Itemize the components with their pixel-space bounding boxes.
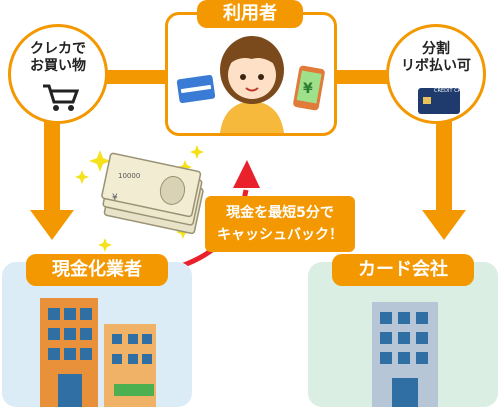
card-company-node [308, 262, 498, 407]
connector-left [105, 70, 165, 84]
cash-dealer-node [2, 262, 192, 407]
credit-card-text: CREDIT CARD [434, 88, 469, 94]
shopping-cart-icon [43, 84, 80, 111]
cashback-line1: 現金を最短5分で [226, 205, 334, 221]
cashback-arrow-head [233, 160, 260, 188]
installment-line1: 分割 [422, 41, 450, 57]
cash-bills-icon: 10000 ¥ [101, 152, 204, 235]
arrow-left-shaft [44, 120, 60, 220]
installment-line2: リボ払い可 [401, 58, 471, 74]
phone-yen: ¥ [303, 81, 313, 97]
bill-yen: ¥ [112, 193, 118, 203]
cash-dealer-label: 現金化業者 [26, 254, 168, 286]
shopping-line2: お買い物 [30, 58, 86, 74]
cashback-callout: 現金を最短5分で キャッシュバック！ [205, 196, 355, 252]
card-company-label: カード会社 [332, 254, 474, 286]
connector-right [335, 70, 395, 84]
credit-card-icon [418, 88, 460, 114]
arrow-right-head [422, 210, 466, 240]
shopping-node: クレカで お買い物 [8, 24, 108, 124]
user-node: ¥ [165, 12, 337, 136]
company-building-icon [372, 302, 438, 407]
user-label: 利用者 [197, 0, 303, 28]
cashback-line2: キャッシュバック！ [217, 227, 343, 243]
installment-node: 分割 リボ払い可 CREDIT CARD [386, 24, 486, 124]
arrow-right-shaft [436, 120, 452, 220]
arrow-left-head [30, 210, 74, 240]
bill-number: 10000 [118, 172, 140, 180]
shopping-line1: クレカで [30, 41, 86, 57]
office-building-icon [40, 298, 156, 407]
person-illustration: ¥ [176, 36, 325, 133]
